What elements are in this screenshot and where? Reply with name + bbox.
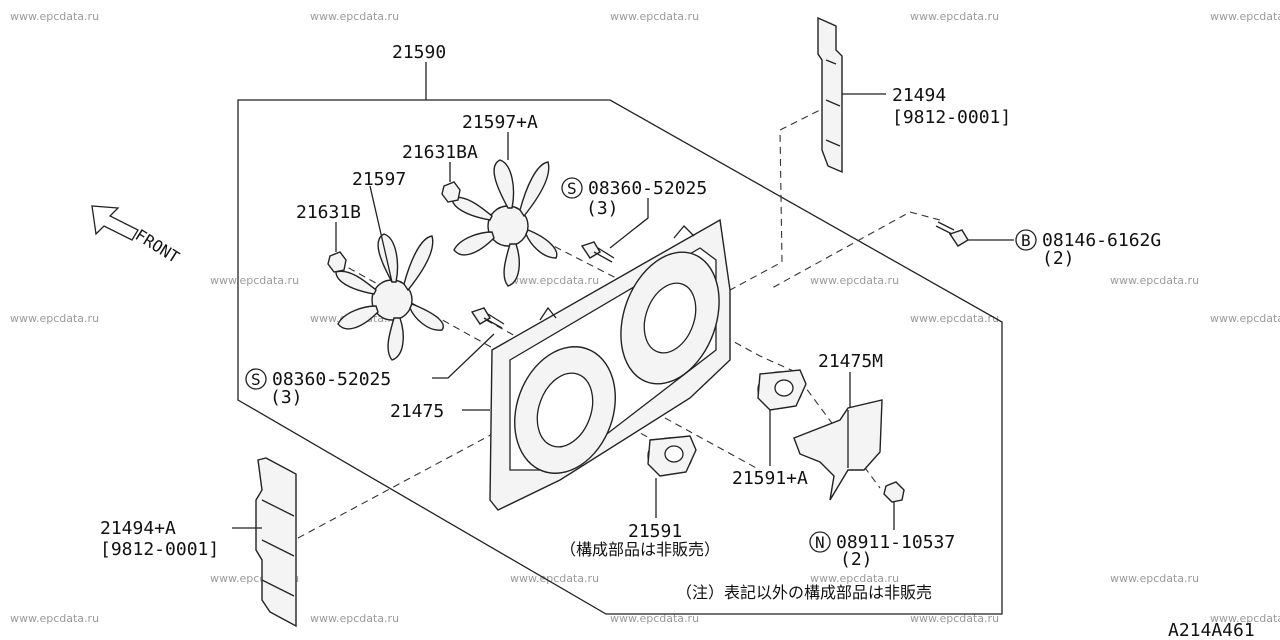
label-shroud: 21475 — [390, 401, 444, 422]
label-nut: 08911-10537 — [836, 532, 955, 553]
label-fan-a: 21597+A — [462, 112, 538, 133]
label-nut-ba: 21631BA — [402, 142, 478, 163]
nut-symbol: N — [815, 533, 825, 552]
label-bolt: 08146-6162G — [1042, 230, 1161, 251]
label-motor-a: 21591+A — [732, 468, 808, 489]
screw-lower — [432, 307, 505, 379]
watermark: www.epcdata.ru — [1110, 274, 1199, 287]
label-fan: 21597 — [352, 169, 406, 190]
nut-21631ba — [441, 162, 461, 203]
watermark: www.epcdata.ru — [510, 572, 599, 585]
watermark: www.epcdata.ru — [810, 274, 899, 287]
watermark: www.epcdata.ru — [510, 274, 599, 287]
shroud-seal-left — [232, 457, 297, 628]
bolt-symbol: B — [1021, 231, 1031, 250]
fan-shroud — [462, 218, 731, 511]
motor-right — [757, 369, 807, 466]
front-arrow: FRONT — [91, 205, 183, 267]
watermark: www.epcdata.ru — [10, 312, 99, 325]
watermark: www.epcdata.ru — [10, 612, 99, 625]
screw-symbol-circle — [561, 177, 583, 199]
label-bracket: 21475M — [818, 351, 883, 372]
label-nut-b: 21631B — [296, 202, 361, 223]
watermark: www.epcdata.ru — [1210, 312, 1280, 325]
watermark: www.epcdata.ru — [1210, 10, 1280, 23]
fan-upper — [451, 132, 558, 287]
screw-upper-symbol: S — [567, 179, 577, 198]
watermark: www.epcdata.ru — [1210, 612, 1280, 625]
fan-left — [335, 185, 444, 361]
label-shroud-seal-right-date: [9812-0001] — [892, 107, 1011, 128]
label-assembly: 21590 — [392, 42, 446, 63]
watermark: www.epcdata.ru — [910, 312, 999, 325]
label-screw-upper: 08360-52025 — [588, 178, 707, 199]
watermark: www.epcdata.ru — [910, 10, 999, 23]
label-nut-qty: (2) — [840, 549, 873, 570]
label-screw-lower: 08360-52025 — [272, 369, 391, 390]
watermark: www.epcdata.ru — [610, 612, 699, 625]
nut-21631b — [327, 222, 347, 273]
label-motor: 21591 — [628, 521, 682, 542]
bracket — [793, 372, 883, 501]
bolt-symbol-circle — [1015, 229, 1037, 251]
watermark: www.epcdata.ru — [310, 612, 399, 625]
watermark: www.epcdata.ru — [810, 572, 899, 585]
watermark: www.epcdata.ru — [210, 274, 299, 287]
watermark: www.epcdata.ru — [10, 10, 99, 23]
label-shroud-seal-left-date: [9812-0001] — [100, 539, 219, 560]
watermarks: www.epcdata.ru www.epcdata.ru www.epcdat… — [10, 10, 1280, 625]
label-screw-lower-qty: (3) — [270, 387, 303, 408]
bolt — [935, 221, 1014, 247]
watermark: www.epcdata.ru — [910, 612, 999, 625]
label-shroud-seal-left: 21494+A — [100, 518, 176, 539]
watermark: www.epcdata.ru — [310, 10, 399, 23]
label-screw-upper-qty: (3) — [586, 198, 619, 219]
screw-symbol-circle — [245, 368, 267, 390]
assembly-outline — [237, 99, 1003, 615]
front-label: FRONT — [132, 225, 183, 267]
screw-upper — [580, 198, 649, 263]
watermark: www.epcdata.ru — [1110, 572, 1199, 585]
label-bolt-qty: (2) — [1042, 248, 1075, 269]
nut-08911 — [883, 481, 905, 530]
figure-code: A214A461 — [1168, 620, 1255, 640]
footnote: （注）表記以外の構成部品は非販売 — [676, 583, 932, 602]
label-shroud-seal-right: 21494 — [892, 85, 946, 106]
label-motor-note: （構成部品は非販売） — [560, 540, 720, 559]
shroud-seal-right — [817, 16, 886, 174]
screw-lower-symbol: S — [251, 370, 261, 389]
watermark: www.epcdata.ru — [610, 10, 699, 23]
nut-symbol-circle — [809, 531, 831, 553]
motor-center — [647, 435, 697, 518]
